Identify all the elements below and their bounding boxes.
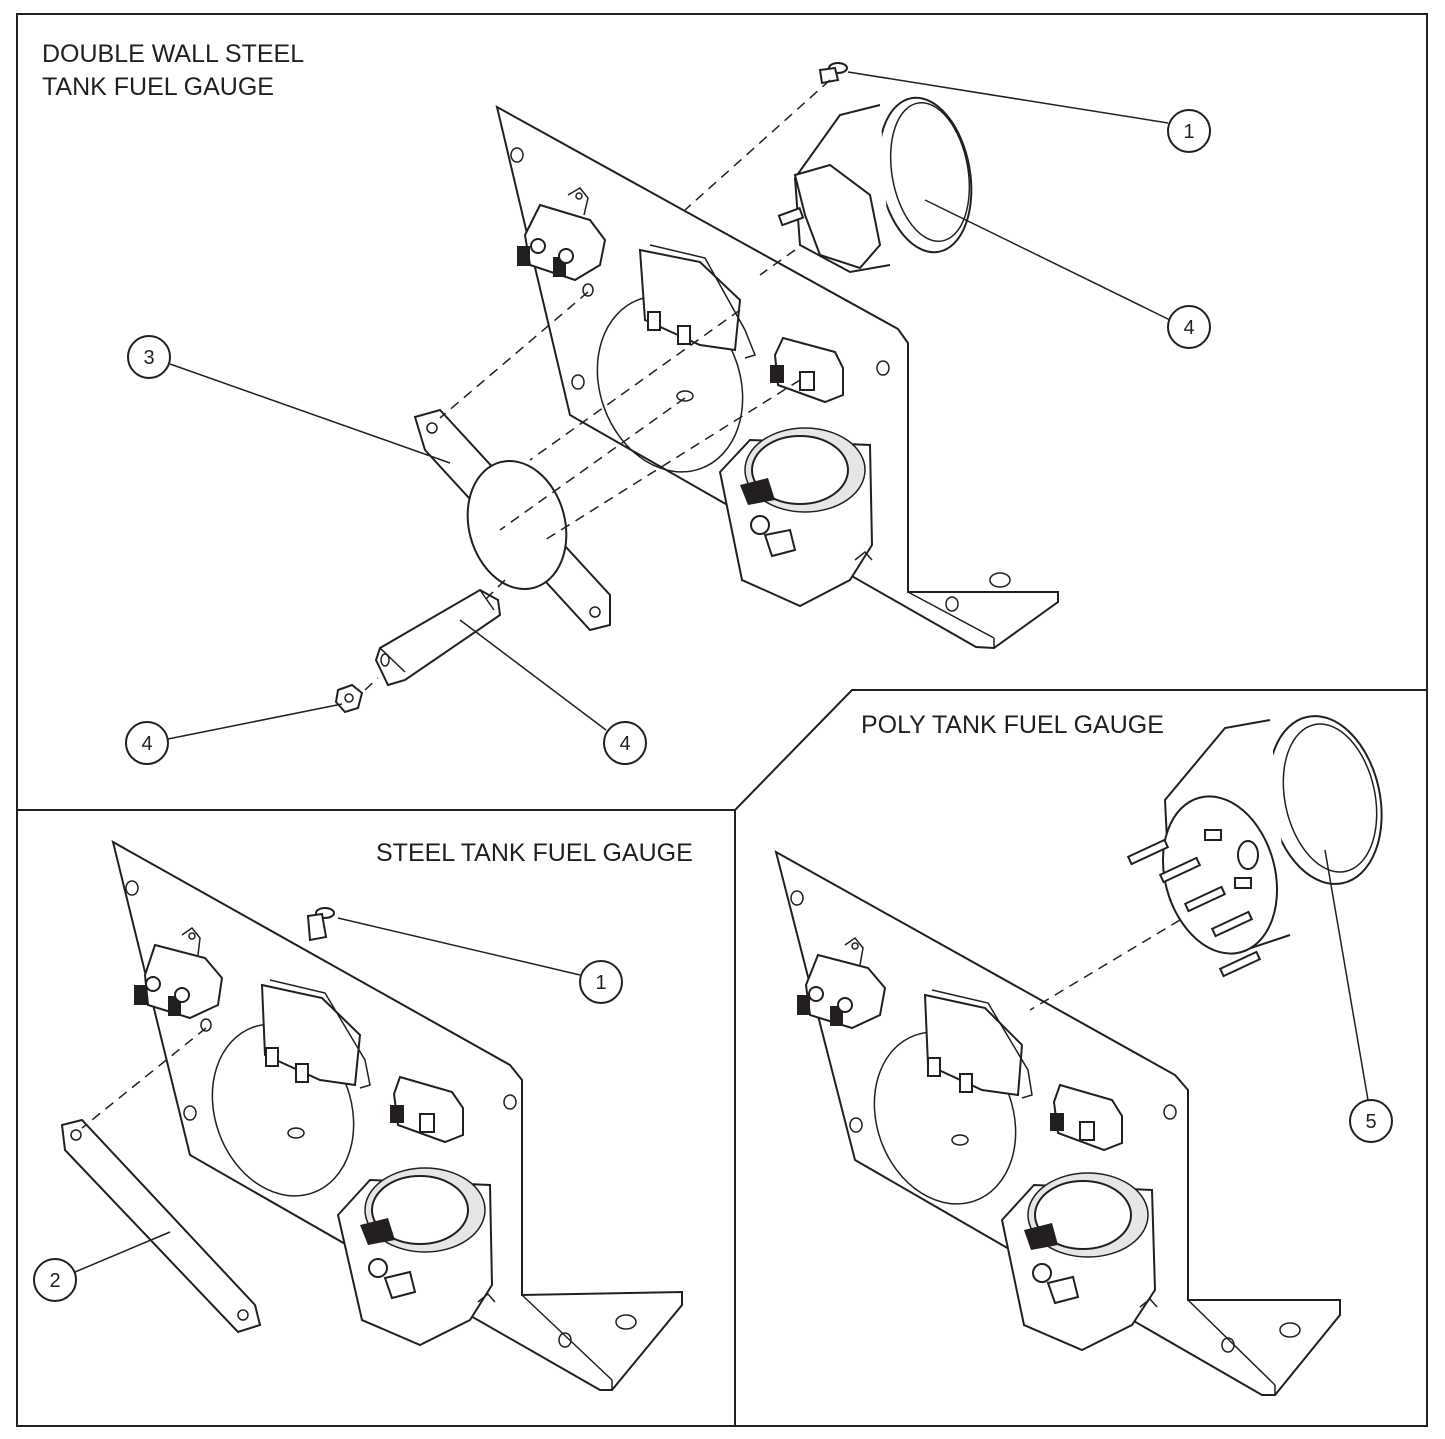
pt-callouts: 5 bbox=[1324, 849, 1393, 1143]
poly-title: POLY TANK FUEL GAUGE bbox=[861, 711, 1164, 739]
dw-title-line1: DOUBLE WALL STEEL bbox=[42, 40, 304, 68]
pt-gauge bbox=[1126, 715, 1383, 978]
dw-assembly bbox=[334, 62, 1059, 714]
dw-title-line2: TANK FUEL GAUGE bbox=[42, 73, 274, 101]
pt-connector bbox=[1050, 1083, 1123, 1152]
dw-circuit-breaker bbox=[517, 187, 607, 282]
callout-dw-screw: 1 bbox=[1183, 121, 1194, 143]
callout-dw-nut: 4 bbox=[141, 733, 152, 755]
callout-circle bbox=[1167, 109, 1211, 153]
st-assembly bbox=[60, 839, 683, 1391]
callout-dw-bracket: 4 bbox=[619, 733, 630, 755]
dw-switch bbox=[638, 244, 757, 359]
dw-connector bbox=[770, 336, 844, 404]
dw-nut bbox=[334, 683, 364, 714]
callout-dw-gauge: 4 bbox=[1183, 317, 1194, 339]
divider-right bbox=[734, 689, 1427, 1426]
pt-assembly bbox=[774, 715, 1383, 1396]
callout-st-gasket: 2 bbox=[49, 1270, 60, 1292]
st-screw bbox=[306, 907, 335, 942]
dw-bracket bbox=[374, 588, 502, 687]
st-callouts: 1 2 bbox=[33, 917, 623, 1302]
st-switch bbox=[260, 979, 371, 1089]
st-connector bbox=[390, 1075, 464, 1144]
st-gasket bbox=[60, 1118, 262, 1334]
dw-sender bbox=[718, 427, 874, 608]
pt-circuit-breaker bbox=[797, 936, 887, 1030]
dw-screw bbox=[818, 62, 848, 85]
steel-title: STEEL TANK FUEL GAUGE bbox=[376, 839, 693, 867]
pt-sender bbox=[1000, 1172, 1158, 1352]
outer-border bbox=[16, 13, 1428, 1427]
st-circuit-breaker bbox=[134, 926, 224, 1020]
callout-dw-gasket: 3 bbox=[143, 347, 154, 369]
pt-switch bbox=[923, 989, 1033, 1099]
dw-callouts: 1 4 3 4 4 bbox=[125, 71, 1211, 765]
callout-st-screw: 1 bbox=[595, 972, 606, 994]
dw-gauge bbox=[777, 96, 973, 274]
callout-pt-gauge: 5 bbox=[1365, 1111, 1376, 1133]
panel-borders bbox=[16, 13, 1428, 1427]
st-sender bbox=[336, 1167, 496, 1347]
